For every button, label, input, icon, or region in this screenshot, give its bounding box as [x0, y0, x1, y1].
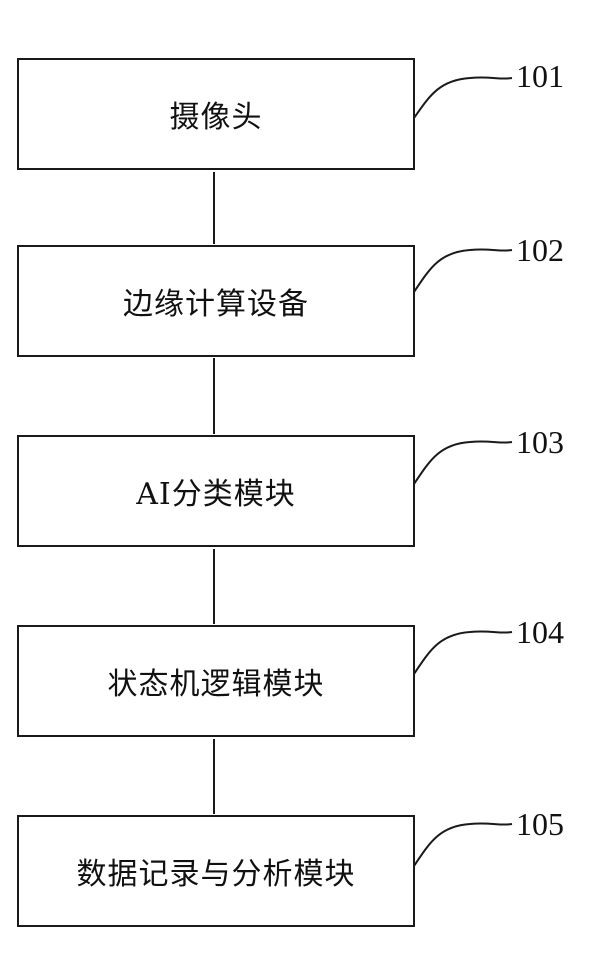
block-ai-classification-module: AI分类模块: [17, 435, 415, 547]
ref-numeral-103: 103: [516, 424, 564, 461]
leader-line-101: [414, 77, 512, 118]
block-label: 数据记录与分析模块: [77, 849, 356, 893]
block-label: 状态机逻辑模块: [108, 659, 325, 703]
ref-numeral-102: 102: [516, 232, 564, 269]
leader-line-105: [414, 823, 512, 866]
block-state-machine-logic-module: 状态机逻辑模块: [17, 625, 415, 737]
ref-numeral-105: 105: [516, 806, 564, 843]
ref-numeral-104: 104: [516, 614, 564, 651]
block-camera: 摄像头: [17, 58, 415, 170]
ref-numeral-101: 101: [516, 58, 564, 95]
block-label: 摄像头: [170, 92, 263, 136]
block-label: AI分类模块: [136, 469, 296, 513]
block-edge-computing-device: 边缘计算设备: [17, 245, 415, 357]
leader-line-102: [414, 249, 512, 292]
block-data-recording-analysis-module: 数据记录与分析模块: [17, 815, 415, 927]
leader-line-104: [414, 631, 512, 674]
leader-line-103: [414, 441, 512, 484]
block-label: 边缘计算设备: [123, 279, 309, 323]
